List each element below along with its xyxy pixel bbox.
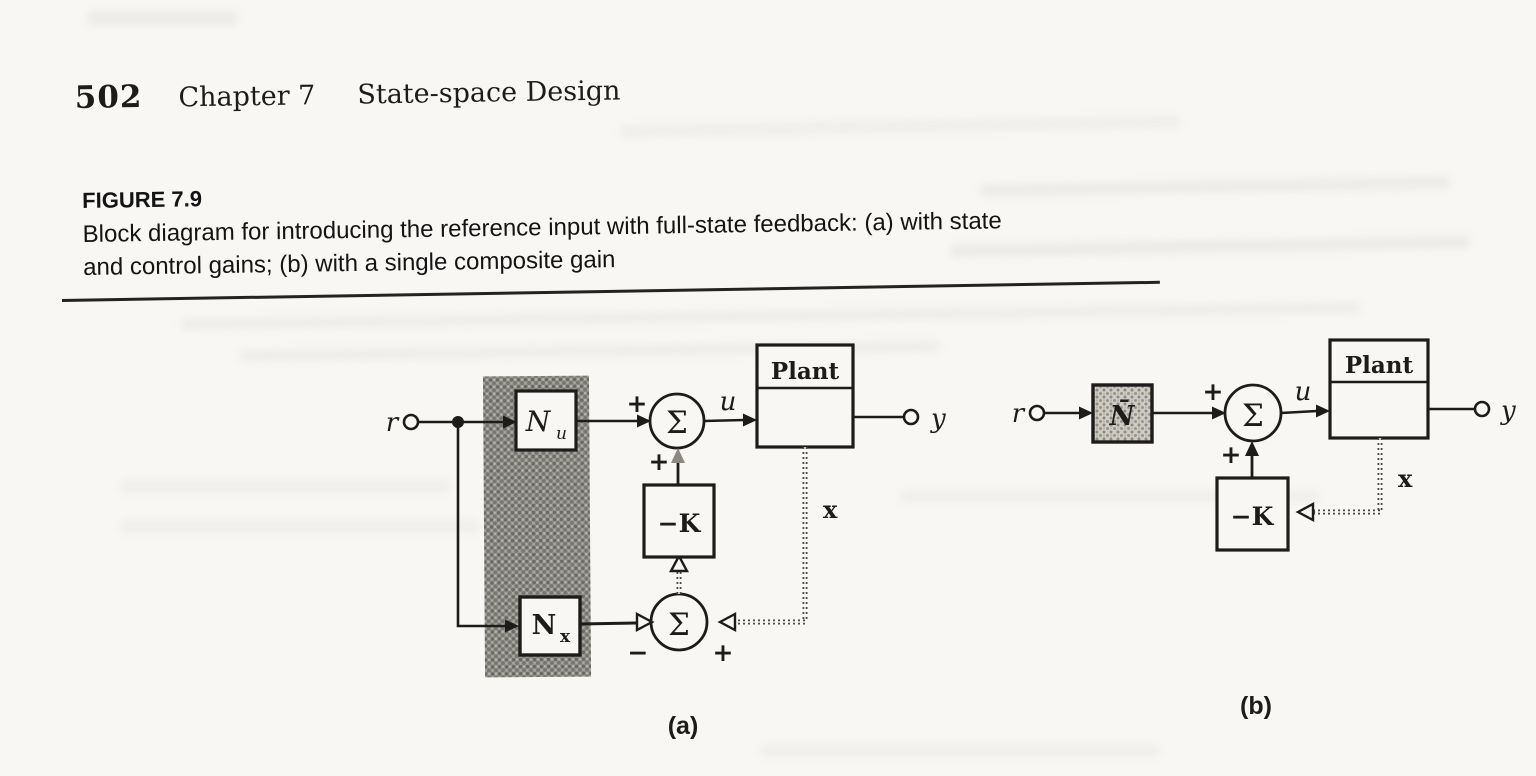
diagram-a: r N u + Σ u Plant y	[386, 343, 946, 740]
sum2-right-sign: +	[713, 638, 734, 667]
gain-k-block	[642, 483, 716, 559]
input-r-label: r	[1012, 399, 1026, 429]
open-arrowhead	[1295, 502, 1315, 522]
nu-block-subscript: u	[556, 424, 567, 444]
nu-gain-block	[514, 389, 578, 452]
arrowhead	[505, 619, 519, 633]
nx-block-label: N	[532, 610, 557, 641]
summer-symbol: Σ	[1242, 398, 1264, 434]
plant-label: Plant	[1345, 352, 1414, 379]
state-x-label: x	[823, 495, 838, 524]
nx-block-subscript: x	[560, 627, 571, 647]
sum-bottom-sign: +	[1221, 440, 1242, 469]
part-a-label: (a)	[668, 712, 699, 740]
output-y-label: y	[930, 404, 946, 434]
nu-block-label: N	[525, 405, 552, 438]
sum1-bottom-sign: +	[649, 447, 670, 476]
input-terminal	[402, 413, 420, 431]
part-b-label: (b)	[1240, 692, 1272, 720]
open-arrowhead	[669, 553, 689, 573]
gain-k-label: −K	[1231, 502, 1275, 531]
plant-label: Plant	[771, 358, 840, 385]
nbar-block-label: N̄	[1109, 398, 1136, 432]
arrowhead	[743, 413, 757, 427]
sum2-left-sign: −	[628, 638, 649, 667]
arrowhead	[1079, 406, 1093, 420]
sum1-left-sign: +	[627, 389, 648, 418]
arrowhead	[1245, 441, 1259, 456]
nbar-gain-block	[1091, 383, 1154, 444]
control-u-label: u	[720, 387, 737, 417]
output-terminal	[902, 408, 920, 426]
input-terminal	[1028, 404, 1046, 422]
open-arrowhead	[717, 612, 737, 632]
output-y-label: y	[1500, 396, 1516, 426]
arrowhead	[671, 448, 685, 463]
input-r-label: r	[386, 408, 400, 438]
signal-line	[579, 621, 639, 626]
sum-left-sign: +	[1203, 377, 1224, 406]
control-u-label: u	[1295, 377, 1312, 407]
state-x-label: x	[1398, 464, 1413, 493]
arrowhead	[503, 415, 517, 429]
upper-summer-symbol: Σ	[666, 405, 688, 441]
arrowhead	[1212, 406, 1226, 420]
plant-block	[1328, 338, 1430, 440]
plant-block	[755, 343, 855, 449]
open-arrowhead	[635, 612, 655, 632]
branch-line	[456, 422, 505, 628]
nx-gain-block	[518, 595, 582, 657]
lower-summer-symbol: Σ	[668, 607, 690, 643]
diagram-b: r N̄ + Σ u Plant y x −K	[1012, 338, 1516, 720]
signal-line	[1280, 409, 1318, 415]
arrowhead	[637, 414, 651, 428]
signal-line	[703, 418, 745, 423]
arrowhead	[1316, 404, 1330, 418]
output-terminal	[1473, 400, 1491, 418]
gain-k-label: −K	[658, 509, 702, 538]
